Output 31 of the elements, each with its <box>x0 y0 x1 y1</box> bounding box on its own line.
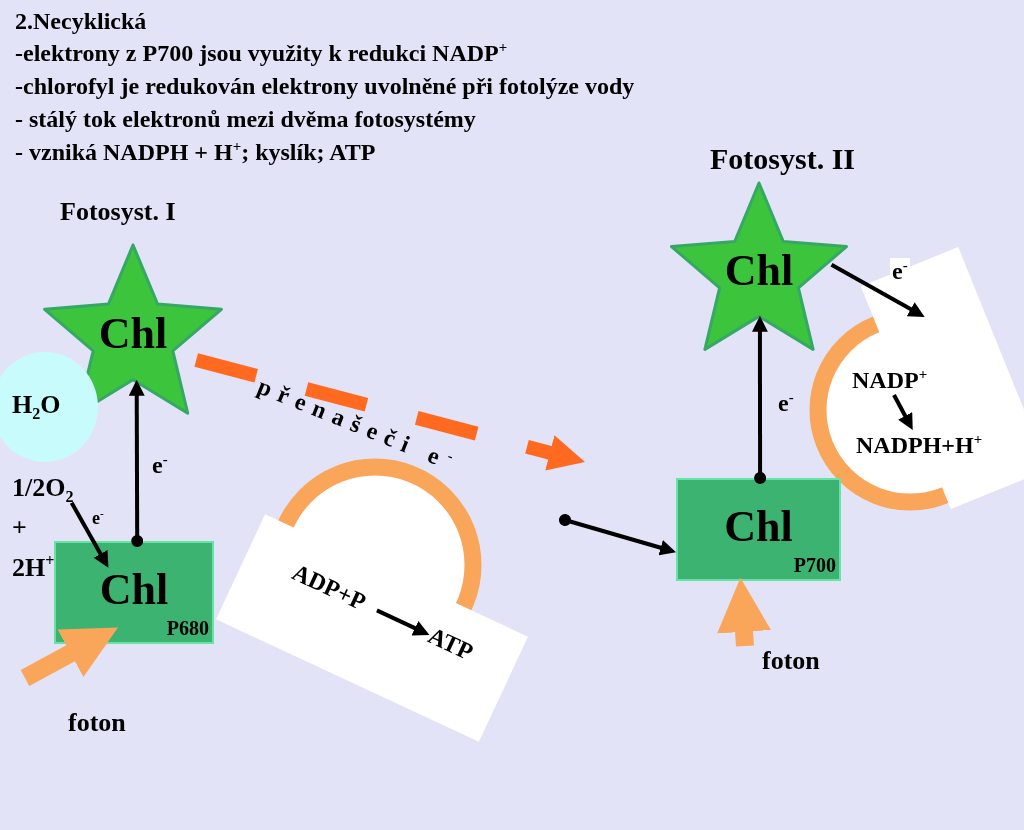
thick-arrow <box>20 627 118 686</box>
node-label: Chl <box>98 565 170 616</box>
node-caption: Fotosyst. II <box>710 142 855 177</box>
photon-label: foton <box>68 708 126 738</box>
pigment-box <box>54 541 214 644</box>
node-label: Chl <box>723 502 794 553</box>
arrow <box>69 501 109 568</box>
arrow <box>892 394 913 430</box>
arrow <box>830 262 925 317</box>
dashed-arrow <box>194 353 585 471</box>
reaction-text: NADPH+H$^{+}$ <box>856 430 1018 462</box>
node-sublabel: P680 <box>166 617 209 640</box>
node-label: H$_{2}$O <box>12 390 61 420</box>
pigment-box <box>676 478 841 581</box>
thick-arrow <box>717 577 771 647</box>
node-sublabel: P700 <box>793 554 836 577</box>
node-caption: Fotosyst. I <box>60 197 176 227</box>
note-text: - stálý tok elektronů mezi dvěma fotosystémy <box>15 106 476 134</box>
arrow <box>559 514 676 556</box>
arrow <box>128 379 145 547</box>
note-text: -chlorofyl je redukován elektrony uvolněné při fotolýze vody <box>15 73 635 101</box>
heading: 2.Necyklická <box>15 8 147 36</box>
reaction-text: NADP$^{+}$ <box>852 365 952 395</box>
node-label: Chl <box>723 246 795 297</box>
arrow <box>751 315 768 484</box>
photon-label: foton <box>762 646 820 676</box>
reaction-text: ATP <box>422 620 487 674</box>
note-text: -elektrony z P700 jsou využity k redukci NADP$^{+}$ <box>15 40 508 68</box>
node-label: Chl <box>97 309 169 360</box>
note-text: - vzniká NADPH + H$^{+}$; kyslík; ATP <box>15 139 376 167</box>
arrow <box>376 608 430 636</box>
